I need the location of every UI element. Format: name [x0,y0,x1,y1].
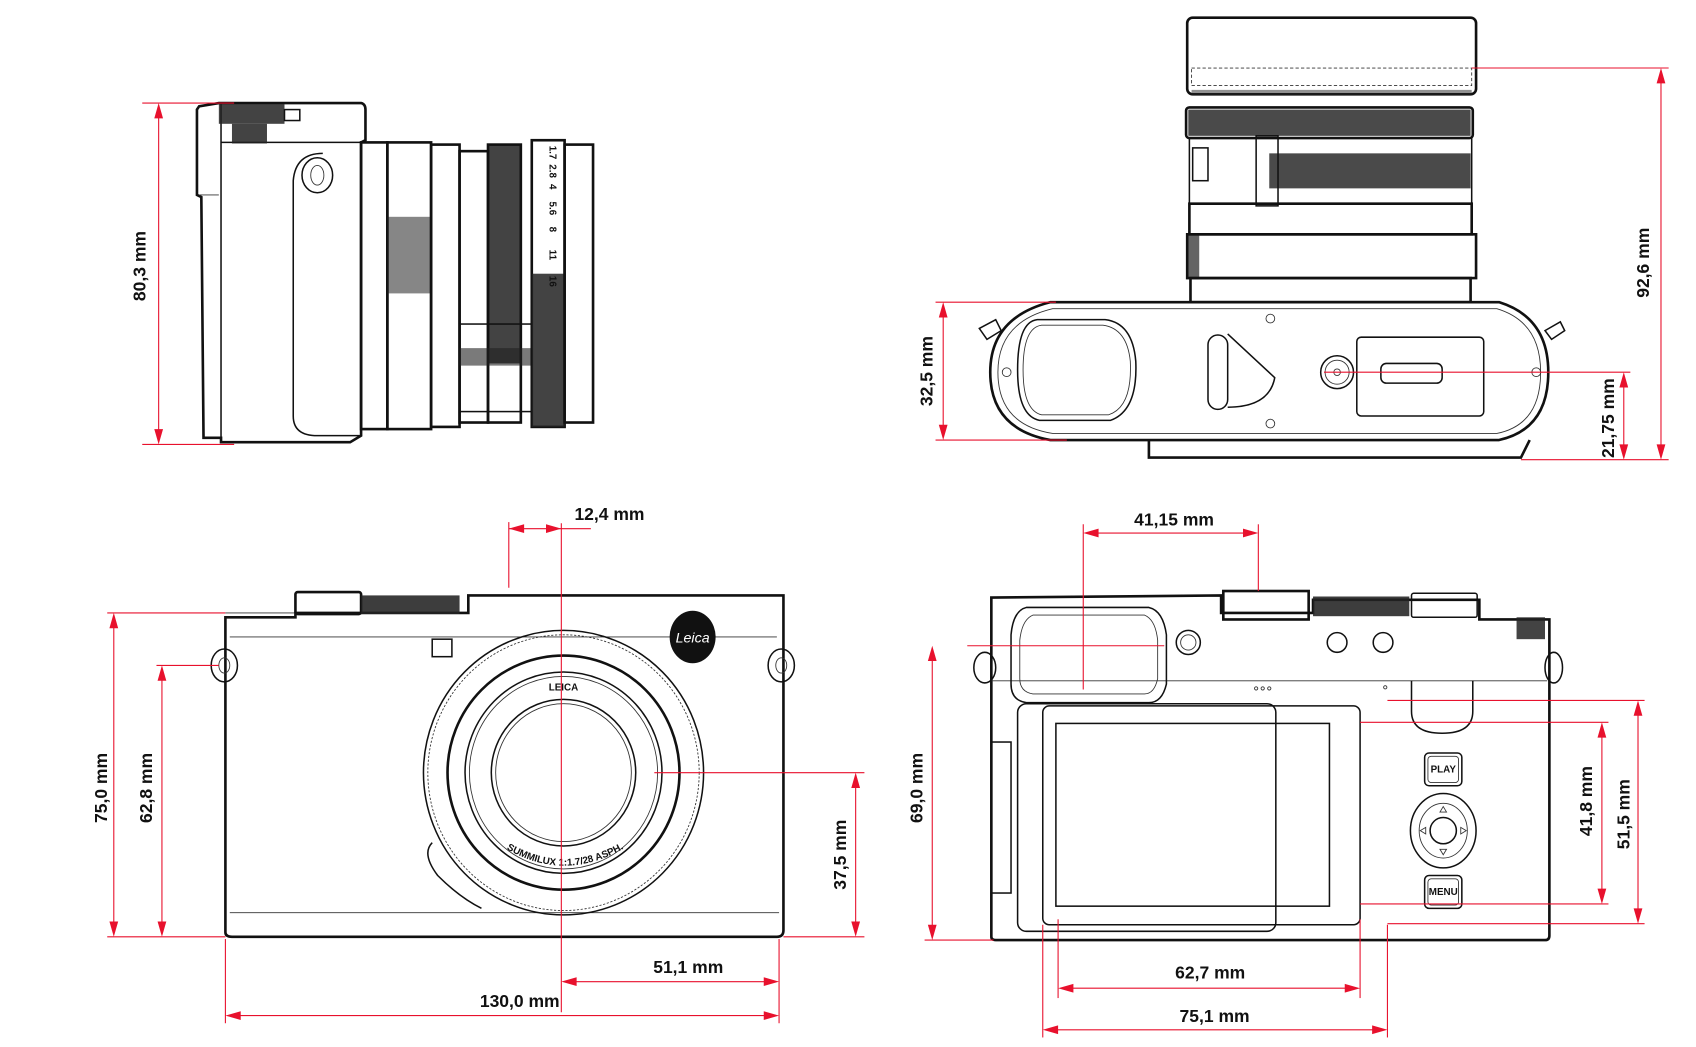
back-view: PLAY MENU 4 [906,509,1645,1038]
aperture-scale-4: 5.6 [546,201,557,215]
back-height-label: 69,0 mm [906,753,926,823]
total-depth-label: 92,6 mm [1633,228,1653,298]
aperture-scale-3: 4 [546,184,557,190]
lens-axis-edge-label: 51,1 mm [653,957,723,977]
side-lens [359,138,595,431]
play-button-label: PLAY [1431,765,1457,776]
arrow-down-icon[interactable] [1439,848,1448,856]
screen-frame-height-label: 51,5 mm [1613,779,1633,849]
lens-brand-text: LEICA [549,683,579,694]
front-width-label: 130,0 mm [480,991,560,1011]
lens-axis-height-label: 37,5 mm [830,820,850,890]
tripod-offset-label: 21,75 mm [1598,378,1618,458]
directional-pad[interactable] [1409,792,1477,869]
aperture-scale-2: 2.8 [546,164,557,178]
side-height-label: 80,3 mm [130,231,150,301]
aperture-scale-5: 8 [546,227,557,233]
strap-lug-height-label: 62,8 mm [136,753,156,823]
arrow-up-icon[interactable] [1439,805,1448,813]
side-body [195,101,367,444]
aperture-scale-6: 11 [546,250,557,261]
front-height-label: 75,0 mm [91,753,111,823]
arrow-left-icon[interactable] [1419,826,1427,835]
back-controls: PLAY MENU [1409,752,1477,910]
side-view: 1.7 2.8 4 5.6 8 11 16 80,3 mm [130,101,595,445]
menu-button[interactable]: MENU [1423,874,1463,910]
screen-width-label: 62,7 mm [1175,962,1245,982]
play-button[interactable]: PLAY [1423,752,1463,787]
back-dimensions: 41,15 mm 69,0 mm 41,8 mm 51,5 mm [906,509,1645,1038]
leica-logo [669,610,716,664]
viewfinder-offset-label: 41,15 mm [1134,509,1214,529]
back-screen [1016,702,1361,933]
side-lens-scale: 1.7 2.8 4 5.6 8 11 16 [546,146,557,288]
lens-offset-label: 12,4 mm [574,504,644,524]
front-dimensions: 12,4 mm 75,0 mm 62,8 mm 37,5 mm [91,504,865,1024]
back-body [973,589,1564,942]
front-body: Leica [210,590,796,939]
body-depth-label: 32,5 mm [916,336,936,406]
top-body [978,300,1566,459]
arrow-right-icon[interactable] [1460,826,1468,835]
screen-frame-width-label: 75,1 mm [1180,1006,1250,1026]
menu-button-label: MENU [1429,887,1458,898]
front-view: Leica LEICA SUMMILUX 1:1.7/28 ASPH. 12,4… [91,504,865,1024]
top-depth-dimensions: 92,6 mm 32,5 mm 21,75 mm [916,67,1669,461]
side-height-dimension: 80,3 mm [130,102,235,445]
screen-height-label: 41,8 mm [1576,766,1596,836]
aperture-scale-1: 1.7 [546,146,557,160]
aperture-scale-7: 16 [546,276,557,287]
top-view: 92,6 mm 32,5 mm 21,75 mm [916,16,1669,461]
leica-logo-text: Leica [676,630,710,646]
top-lens-hood [1184,16,1478,304]
